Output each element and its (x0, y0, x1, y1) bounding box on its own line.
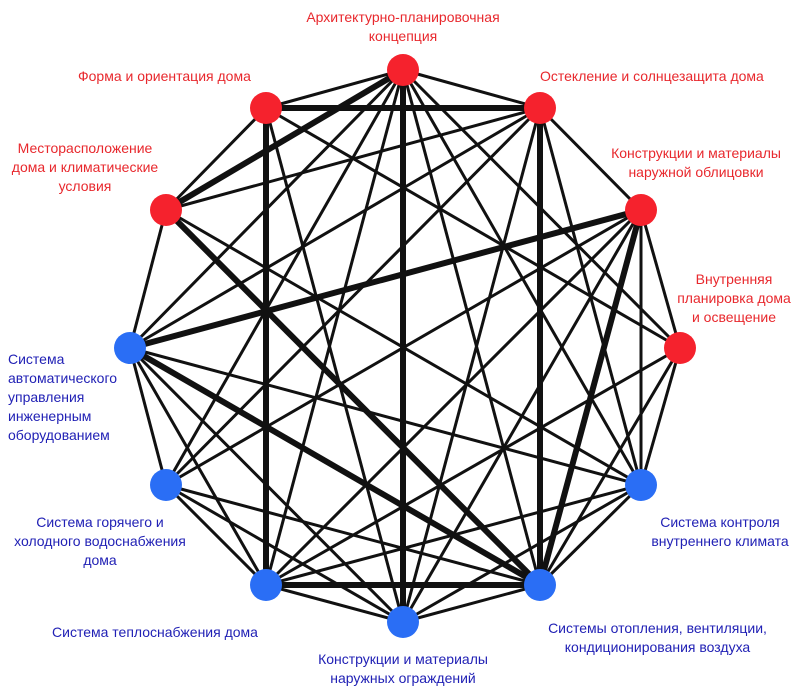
edge-1-2 (538, 106, 643, 212)
edge-1-6 (401, 107, 542, 623)
edge-5-9 (128, 345, 542, 588)
label-node-7: Система теплоснабжения дома (52, 624, 258, 640)
label-node-11: Форма и ориентация дома (78, 68, 251, 84)
label-node-10: Месторасположение дома и климатические у… (11, 140, 159, 194)
node-8 (150, 469, 182, 501)
label-node-4: Система контроля внутреннего климата (651, 514, 789, 549)
edge-6-8 (165, 483, 404, 624)
nodes-layer (114, 54, 696, 638)
node-10 (150, 194, 182, 226)
edge-6-7 (265, 583, 404, 624)
label-node-1: Остекление и солнцезащита дома (540, 68, 764, 84)
label-node-9: Система автоматического управления инжен… (8, 351, 118, 443)
label-node-0: Архитектурно-планировочная концепция (306, 9, 500, 44)
label-node-5: Системы отопления, вентиляции, кондицион… (548, 620, 767, 655)
node-1 (524, 92, 556, 124)
edge-1-9 (129, 106, 541, 350)
node-7 (250, 569, 282, 601)
node-2 (625, 194, 657, 226)
node-4 (625, 469, 657, 501)
edge-4-9 (129, 346, 642, 487)
edge-4-6 (402, 483, 642, 624)
edge-7-9 (128, 347, 268, 586)
node-11 (250, 92, 282, 124)
edge-10-11 (164, 106, 268, 212)
edge-2-3 (639, 209, 682, 349)
node-0 (387, 54, 419, 86)
edge-3-7 (265, 346, 681, 587)
edge-0-1 (402, 68, 541, 110)
edge-3-4 (639, 347, 682, 486)
node-5 (524, 569, 556, 601)
edge-0-5 (401, 69, 542, 586)
edge-8-9 (128, 347, 168, 486)
edge-0-7 (264, 69, 405, 586)
edge-0-11 (265, 68, 404, 110)
edge-5-8 (165, 483, 541, 587)
edge-5-6 (402, 583, 541, 624)
edge-9-10 (128, 209, 168, 349)
node-6 (387, 606, 419, 638)
label-node-2: Конструкции и материалы наружной облицов… (611, 145, 781, 180)
edge-7-8 (164, 483, 268, 587)
label-node-3: Внутренняя планировка дома и освещение (677, 271, 791, 325)
node-9 (114, 332, 146, 364)
edge-6-11 (264, 107, 405, 623)
edges-layer (128, 67, 682, 624)
edge-4-10 (165, 208, 642, 487)
edge-2-9 (129, 207, 642, 351)
edge-2-5 (537, 209, 644, 586)
label-node-8: Система горячего и холодного водоснабжен… (14, 514, 186, 568)
label-node-6: Конструкции и материалы наружных огражде… (318, 651, 488, 686)
node-3 (664, 332, 696, 364)
edge-3-11 (265, 106, 681, 350)
edge-5-10 (163, 207, 543, 588)
edge-2-7 (264, 208, 643, 587)
edge-0-10 (164, 67, 405, 213)
edge-1-8 (164, 106, 542, 487)
edge-4-5 (538, 483, 643, 587)
